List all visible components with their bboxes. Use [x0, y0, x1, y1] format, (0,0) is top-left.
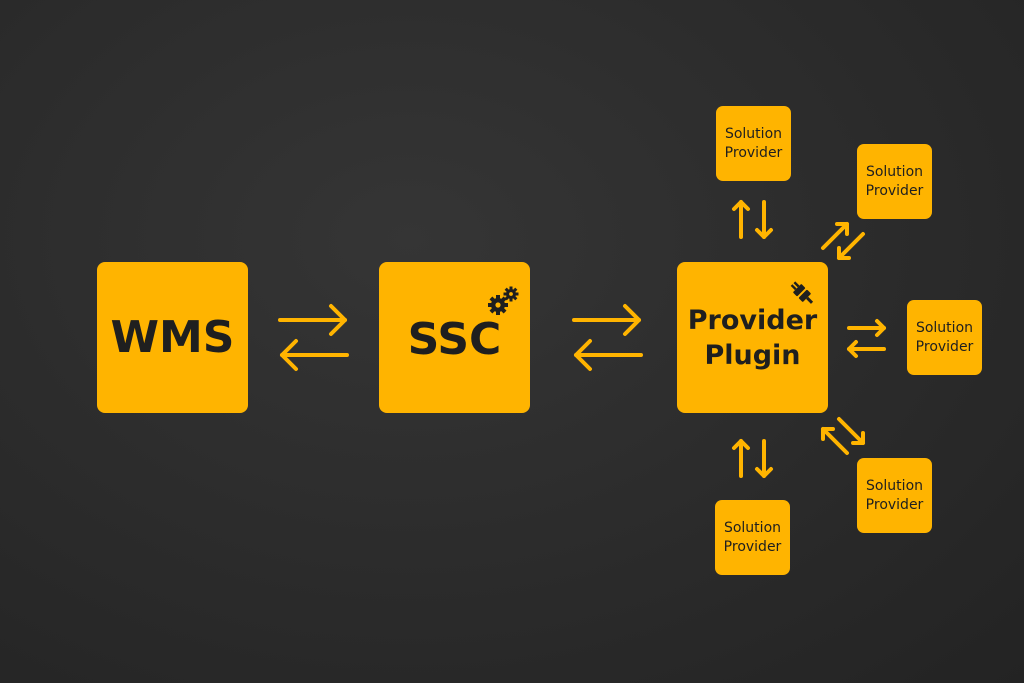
ssc-node: SSC [379, 262, 530, 413]
plugin-right-provider-arrow [847, 319, 886, 358]
gears-icon [488, 286, 519, 315]
provider-plugin-node: Provider Plugin [677, 262, 828, 413]
wms-node: WMS [97, 262, 248, 413]
solution-provider-right: Solution Provider [907, 300, 982, 375]
solution-provider-label-line1: Solution [865, 477, 924, 494]
wms-ssc-bidirectional-arrow [278, 304, 349, 371]
plugin-lower-right-provider-arrow [821, 417, 865, 455]
solution-provider-label-line2: Provider [865, 496, 924, 513]
solution-provider-label-line2: Provider [723, 538, 782, 555]
solution-provider-upper-right: Solution Provider [857, 144, 932, 219]
provider-plugin-label-line1: Provider [687, 304, 818, 336]
solution-provider-top: Solution Provider [716, 106, 791, 181]
solution-provider-label-line2: Provider [915, 338, 974, 355]
solution-provider-bottom: Solution Provider [715, 500, 790, 575]
ssc-plugin-bidirectional-arrow [572, 304, 643, 371]
plug-icon [790, 281, 814, 304]
ssc-label: SSC [407, 314, 502, 365]
solution-provider-label-line1: Solution [865, 163, 924, 180]
solution-provider-label-line2: Provider [865, 182, 924, 199]
solution-provider-label-line2: Provider [724, 144, 783, 161]
plugin-bottom-provider-arrow [732, 439, 773, 478]
solution-provider-label-line1: Solution [723, 519, 782, 536]
provider-plugin-label-line2: Plugin [704, 339, 801, 371]
solution-provider-lower-right: Solution Provider [857, 458, 932, 533]
plugin-upper-right-provider-arrow [821, 222, 865, 260]
solution-provider-label-line1: Solution [915, 319, 974, 336]
wms-label: WMS [110, 312, 235, 363]
solution-provider-label-line1: Solution [724, 125, 783, 142]
plugin-top-provider-arrow [732, 200, 773, 239]
